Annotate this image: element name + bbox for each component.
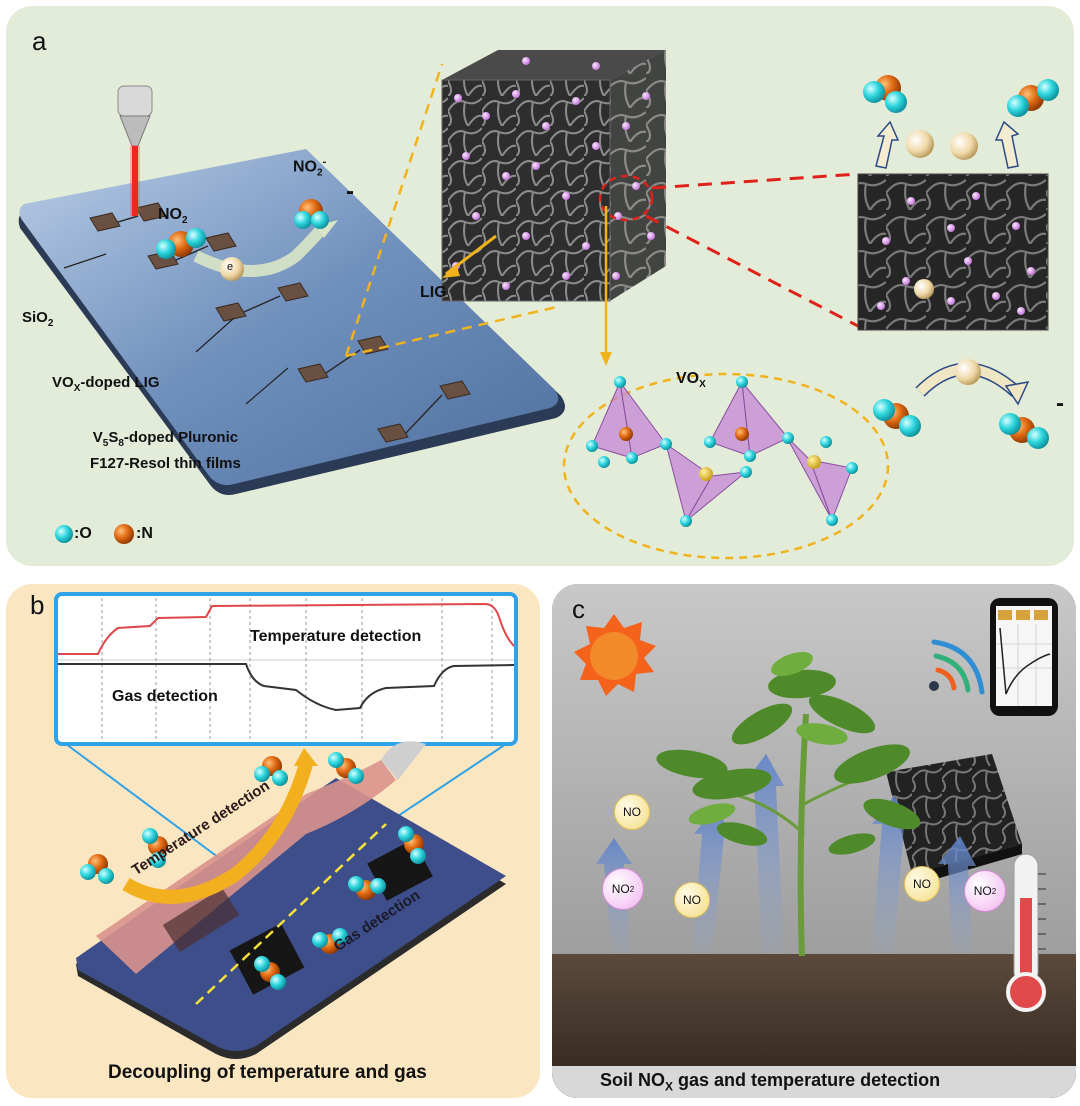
vox-lig-label: VOX-doped LIG	[52, 374, 160, 394]
sio2-label: SiO2	[22, 309, 54, 329]
up-arrows	[875, 120, 1020, 169]
panel-a-label: a	[32, 26, 47, 56]
gas-detection-label: Gas detection	[112, 688, 218, 705]
electron-right-2	[950, 132, 978, 160]
legend-nitrogen-label: :N	[136, 525, 153, 542]
no2-ion-molecule	[294, 199, 329, 229]
caption-bar	[552, 1066, 1076, 1098]
lig-foam-cube	[441, 50, 666, 302]
no2-molecule-left	[156, 228, 206, 259]
legend-nitrogen-swatch	[114, 524, 134, 544]
vox-pointer-head	[600, 352, 612, 366]
gas-flow-arrow	[122, 762, 313, 904]
film-label: V5S8-doped Pluronic F127-Resol thin film…	[90, 429, 241, 472]
smartphone-icon	[990, 598, 1058, 716]
adsorption-arrow-head	[1004, 381, 1030, 406]
thermometer-icon	[1006, 853, 1046, 1012]
panel-a-illustration	[18, 50, 1059, 560]
signal-gridlines	[101, 598, 493, 742]
lig-pointer-head	[442, 264, 460, 278]
no-bubble-2: NO	[674, 882, 710, 918]
no2-ion-charge: -	[346, 178, 354, 205]
wireless-signal-icon	[929, 639, 985, 695]
lig-label: LIG	[420, 284, 447, 301]
panel-c-label: c	[572, 594, 585, 624]
vox-label: VOX	[676, 370, 706, 391]
gas-curve	[58, 663, 515, 712]
callout-lines-orange	[344, 63, 562, 358]
plant	[656, 651, 921, 957]
no-bubble-1: NO	[614, 794, 650, 830]
electron-bottom	[955, 359, 981, 385]
ion-charge-right: -	[1056, 390, 1064, 417]
vox-tetrahedra	[591, 380, 853, 523]
panel-b: b Temperature detection Gas detection Te…	[6, 584, 540, 1098]
vox-vanadium-atoms	[619, 427, 821, 481]
zoom-inset	[857, 173, 1049, 331]
temperature-curve	[58, 602, 515, 655]
electron-sphere	[220, 257, 244, 281]
laser-head	[117, 85, 153, 216]
adsorbed-molecules	[873, 399, 1049, 449]
desorbed-molecules	[863, 75, 1059, 117]
vox-ellipse	[562, 372, 890, 560]
legend-oxygen-label: :O	[74, 525, 92, 542]
panel-c-caption: Soil NOX gas and temperature detection	[600, 1070, 941, 1094]
panel-a: a NO2- - NO2 e SiO2 VOX-doped LIG V5S8-d…	[6, 6, 1074, 566]
panel-b-molecules	[80, 752, 426, 990]
panel-b-illustration	[54, 592, 518, 1059]
dopant-particles-cube	[452, 57, 655, 290]
gas-flow-arrow-head	[294, 748, 318, 766]
panel-c-illustration	[552, 584, 1076, 1098]
callout-lines-red	[645, 172, 859, 328]
vox-oxygen-atoms	[586, 376, 858, 527]
zoom-circle	[598, 174, 654, 222]
no-bubble-3: NO	[904, 866, 940, 902]
temperature-detection-label: Temperature detection	[250, 628, 422, 645]
electron-right-1	[906, 130, 934, 158]
panel-b-caption: Decoupling of temperature and gas	[108, 1062, 427, 1083]
panel-b-label: b	[30, 590, 45, 620]
legend-oxygen-swatch	[55, 525, 73, 543]
sun-icon	[574, 614, 656, 696]
electron-label: e	[227, 261, 234, 273]
no2-ion-label: NO2-	[293, 156, 327, 179]
no2-label: NO2	[158, 206, 188, 227]
electrode-pads	[89, 202, 471, 443]
label-leaders	[63, 253, 289, 405]
signal-box	[54, 592, 518, 746]
